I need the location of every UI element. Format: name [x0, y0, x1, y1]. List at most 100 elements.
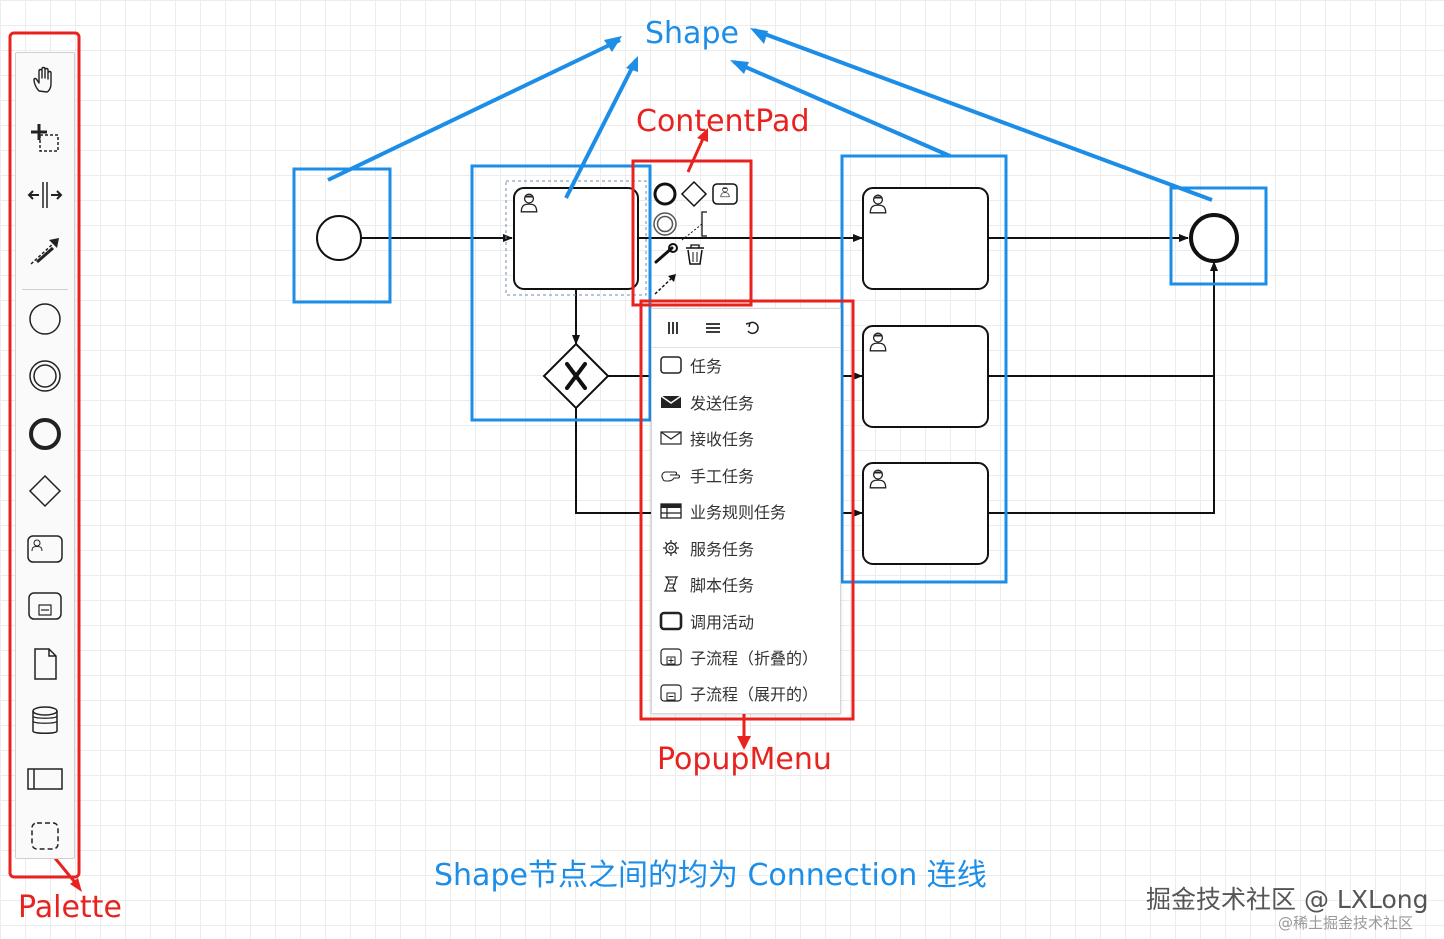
- user-task-4[interactable]: [862, 462, 989, 565]
- arrow-shape-start: [327, 38, 621, 182]
- popup-item-label: 发送任务: [690, 394, 755, 413]
- manual-task-icon: [661, 471, 681, 482]
- create-task-button[interactable]: [16, 527, 74, 571]
- create-end-event-button[interactable]: [16, 412, 74, 456]
- service-task-icon: [663, 540, 679, 556]
- receive-task-icon: [660, 431, 682, 445]
- business-rule-task-icon: [660, 503, 682, 519]
- selection-outline: [505, 180, 647, 296]
- user-task-selected[interactable]: [513, 187, 639, 290]
- data-object-icon: [34, 648, 57, 680]
- content-pad-label: ContentPad: [636, 104, 810, 139]
- end-event[interactable]: [1189, 213, 1239, 263]
- watermark-primary: 掘金技术社区 @ LXLong: [1146, 885, 1429, 914]
- popup-item-service-task[interactable]: 服务任务: [652, 531, 840, 565]
- popup-item-task[interactable]: 任务: [652, 348, 840, 382]
- append-intermediate-event-icon[interactable]: [653, 212, 677, 236]
- gateway-icon: [28, 474, 62, 508]
- popup-item-receive-task[interactable]: 接收任务: [652, 421, 840, 455]
- popup-item-label: 子流程（展开的）: [690, 685, 819, 704]
- arrow-shape-task: [564, 59, 638, 199]
- call-activity-icon: [659, 611, 683, 631]
- expanded-subprocess-icon: [660, 684, 682, 702]
- component-annotation-boxes: [8, 31, 855, 879]
- collapsed-subprocess-icon: [660, 648, 682, 666]
- create-subprocess-button[interactable]: [16, 584, 74, 628]
- trash-icon[interactable]: [686, 244, 704, 265]
- popup-item-label: 脚本任务: [690, 576, 755, 595]
- loop-icon: [745, 321, 759, 335]
- group-icon: [31, 822, 59, 850]
- hand-tool-button[interactable]: [16, 58, 74, 102]
- hand-tool-icon: [33, 66, 52, 93]
- popup-item-business-rule-task[interactable]: 业务规则任务: [652, 494, 840, 528]
- subprocess-icon: [28, 592, 62, 620]
- popup-item-label: 调用活动: [690, 613, 755, 632]
- shape-box-start: [292, 167, 392, 304]
- popup-item-call-activity[interactable]: 调用活动: [652, 604, 840, 638]
- user-task-2[interactable]: [862, 187, 989, 290]
- lasso-tool-icon: [31, 124, 59, 152]
- context-pad: [653, 180, 738, 295]
- palette: [15, 52, 75, 859]
- palette-label: Palette: [18, 890, 122, 925]
- pool-icon: [27, 768, 63, 790]
- palette-box: [8, 31, 81, 879]
- data-store-icon: [32, 706, 58, 734]
- global-connect-tool-button[interactable]: [16, 230, 74, 274]
- create-data-store-button[interactable]: [16, 699, 74, 743]
- popup-item-expanded-subprocess[interactable]: 子流程（展开的）: [652, 676, 840, 710]
- create-start-event-button[interactable]: [16, 297, 74, 341]
- task-icon: [660, 356, 682, 374]
- append-start-event-icon[interactable]: [653, 182, 677, 206]
- sequential-multi-instance-icon: [706, 323, 720, 333]
- lasso-tool-button[interactable]: [16, 115, 74, 159]
- watermark-secondary: @稀土掘金技术社区: [1278, 914, 1414, 932]
- connect-icon[interactable]: [654, 274, 676, 295]
- parallel-multi-instance-icon: [668, 322, 678, 334]
- user-task-3[interactable]: [862, 325, 989, 428]
- popup-menu-label: PopupMenu: [657, 742, 832, 777]
- shape-box-task-gateway: [470, 164, 652, 422]
- loop-button[interactable]: [742, 317, 764, 339]
- create-intermediate-event-button[interactable]: [16, 354, 74, 398]
- create-pool-button[interactable]: [16, 757, 74, 801]
- connection-task4-to-end[interactable]: [989, 376, 1215, 514]
- exclusive-gateway[interactable]: [542, 342, 610, 410]
- intermediate-event-icon: [29, 360, 61, 392]
- popup-item-label: 手工任务: [690, 467, 755, 486]
- script-task-icon: [663, 576, 679, 592]
- space-tool-button[interactable]: [16, 173, 74, 217]
- popup-item-label: 业务规则任务: [690, 503, 787, 522]
- space-tool-icon: [27, 182, 63, 208]
- popup-item-label: 服务任务: [690, 540, 755, 559]
- sequential-multi-instance-button[interactable]: [702, 317, 724, 339]
- create-gateway-button[interactable]: [16, 469, 74, 513]
- popup-item-label: 子流程（折叠的）: [690, 649, 819, 668]
- popup-menu-box: [639, 299, 855, 721]
- start-event-icon: [29, 303, 61, 335]
- shape-box-tasks: [840, 154, 1008, 584]
- popup-item-script-task[interactable]: 脚本任务: [652, 567, 840, 601]
- popup-item-label: 任务: [690, 357, 723, 376]
- arrow-shape-end: [753, 28, 1213, 202]
- popup-menu: 任务 发送任务 接收任务 手工任务 业务规则任务 服务任务 脚本任务 调用活动 …: [651, 308, 841, 714]
- global-connect-icon: [30, 238, 59, 265]
- parallel-multi-instance-button[interactable]: [662, 317, 684, 339]
- connection-task3-to-end[interactable]: [989, 261, 1218, 377]
- shape-label: Shape: [645, 16, 739, 51]
- popup-item-collapsed-subprocess[interactable]: 子流程（折叠的）: [652, 640, 840, 674]
- append-gateway-icon[interactable]: [680, 180, 708, 208]
- shape-annotation-boxes: [292, 154, 1268, 584]
- popup-menu-header: [652, 309, 840, 348]
- popup-item-manual-task[interactable]: 手工任务: [652, 458, 840, 492]
- palette-separator: [22, 289, 68, 290]
- create-group-button[interactable]: [16, 814, 74, 858]
- start-event[interactable]: [316, 215, 362, 261]
- popup-item-send-task[interactable]: 发送任务: [652, 385, 840, 419]
- text-annotation-icon[interactable]: [681, 211, 707, 241]
- create-data-object-button[interactable]: [16, 642, 74, 686]
- wrench-icon[interactable]: [654, 243, 678, 264]
- annotation-arrows: [48, 28, 1213, 892]
